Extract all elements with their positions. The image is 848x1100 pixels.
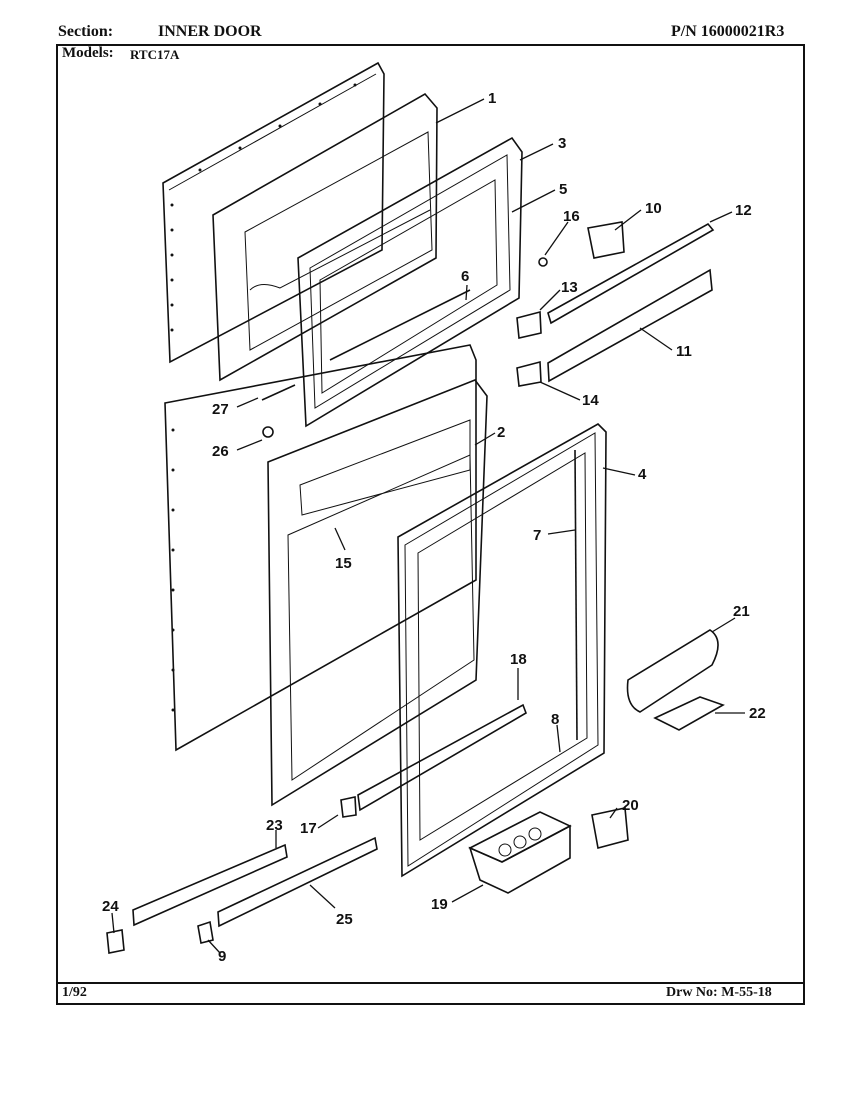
callout-6: 6: [461, 268, 469, 285]
cap-part-14: [516, 360, 542, 387]
models-value: RTC17A: [130, 47, 180, 62]
cover-part-21: [626, 629, 719, 713]
callout-2: 2: [497, 424, 505, 441]
callout-14: 14: [582, 392, 599, 409]
trim-part-23: [132, 843, 288, 927]
callout-19: 19: [431, 896, 448, 913]
callout-3: 3: [558, 135, 566, 152]
trim-part-11: [547, 268, 713, 383]
cap-part-13: [516, 310, 542, 339]
strip-part-27: [261, 384, 296, 401]
upper-door-liner-part-1: [212, 92, 438, 382]
upper-outer-door-panel: [162, 61, 385, 364]
lower-outer-door-panel: [164, 344, 477, 752]
footer-date: 1/92: [62, 985, 87, 1000]
callout-4: 4: [638, 466, 647, 483]
hinge-strip-part-7: [574, 449, 578, 741]
screw-part-26: [262, 426, 274, 438]
models-label: Models:: [62, 45, 114, 61]
bracket-part-10: [587, 221, 625, 259]
callout-11: 11: [676, 343, 692, 360]
callout-25: 25: [336, 911, 353, 928]
callout-8: 8: [551, 711, 559, 728]
screw-part-16: [538, 257, 548, 267]
callout-22: 22: [749, 705, 766, 722]
cap-part-9: [197, 920, 214, 944]
callout-24: 24: [102, 898, 119, 915]
bracket-part-20: [591, 807, 629, 849]
callout-27: 27: [212, 401, 229, 418]
callout-15: 15: [335, 555, 352, 572]
leader-lines: [111, 98, 745, 954]
upper-door-gasket-part-3: [297, 136, 523, 428]
callout-21: 21: [733, 603, 750, 620]
callout-10: 10: [645, 200, 662, 217]
callout-5: 5: [559, 181, 567, 198]
callout-9: 9: [218, 948, 226, 965]
callout-16: 16: [563, 208, 580, 225]
trim-part-18: [357, 703, 527, 812]
callout-17: 17: [300, 820, 317, 837]
callout-23: 23: [266, 817, 283, 834]
butter-bin-part-19: [468, 811, 572, 894]
callout-18: 18: [510, 651, 527, 668]
rail-part-6: [329, 289, 471, 361]
tray-part-22: [653, 696, 725, 731]
footer-drawing-number: Drw No: M-55-18: [666, 985, 772, 1000]
trim-part-25: [217, 836, 378, 928]
callout-1: 1: [488, 90, 496, 107]
section-value: INNER DOOR: [158, 23, 262, 40]
cap-part-17: [340, 796, 357, 818]
lower-door-liner-part-2: [267, 379, 488, 807]
callout-13: 13: [561, 279, 578, 296]
trim-part-12: [547, 222, 715, 325]
cap-part-24: [106, 929, 125, 954]
part-number: P/N 16000021R3: [671, 23, 785, 40]
section-label: Section:: [58, 23, 114, 40]
lower-door-gasket-part-4: [397, 423, 607, 878]
drawing-frame: [56, 44, 805, 1005]
callout-7: 7: [533, 527, 541, 544]
callout-26: 26: [212, 443, 229, 460]
callout-12: 12: [735, 202, 752, 219]
callout-20: 20: [622, 797, 639, 814]
